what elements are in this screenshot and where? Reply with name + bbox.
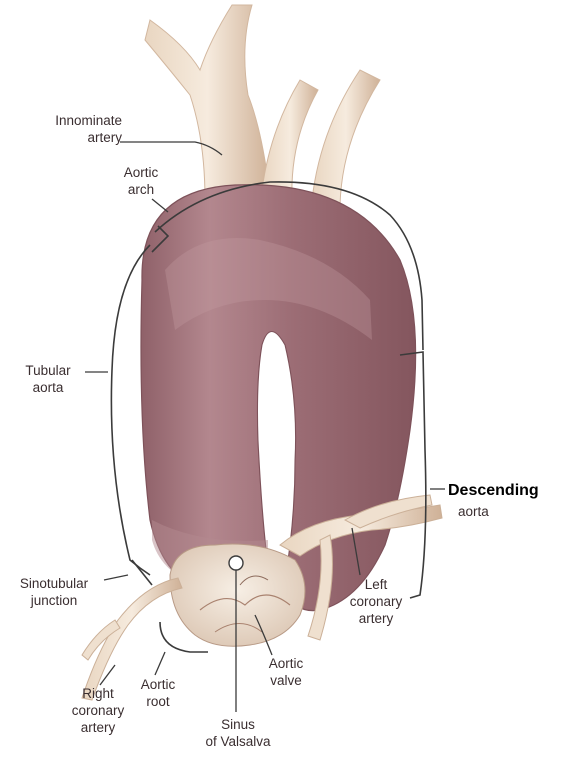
label-aortic-arch: Aortic arch <box>108 164 174 198</box>
label-right-coronary-artery: Right coronary artery <box>60 685 136 736</box>
label-descending: Descending <box>448 481 539 500</box>
label-sinotubular-junction: Sinotubular junction <box>6 575 102 609</box>
label-left-coronary-artery: Left coronary artery <box>340 576 412 627</box>
label-aortic-root: Aortic root <box>128 676 188 710</box>
label-aorta: aorta <box>458 503 489 520</box>
label-sinus-of-valsalva: Sinus of Valsalva <box>196 716 280 750</box>
label-innominate-artery: Innominate artery <box>52 112 122 146</box>
label-tubular-aorta: Tubular aorta <box>10 362 86 396</box>
arch-branches <box>145 5 380 205</box>
aorta-body <box>141 185 416 611</box>
label-aortic-valve: Aortic valve <box>256 655 316 689</box>
